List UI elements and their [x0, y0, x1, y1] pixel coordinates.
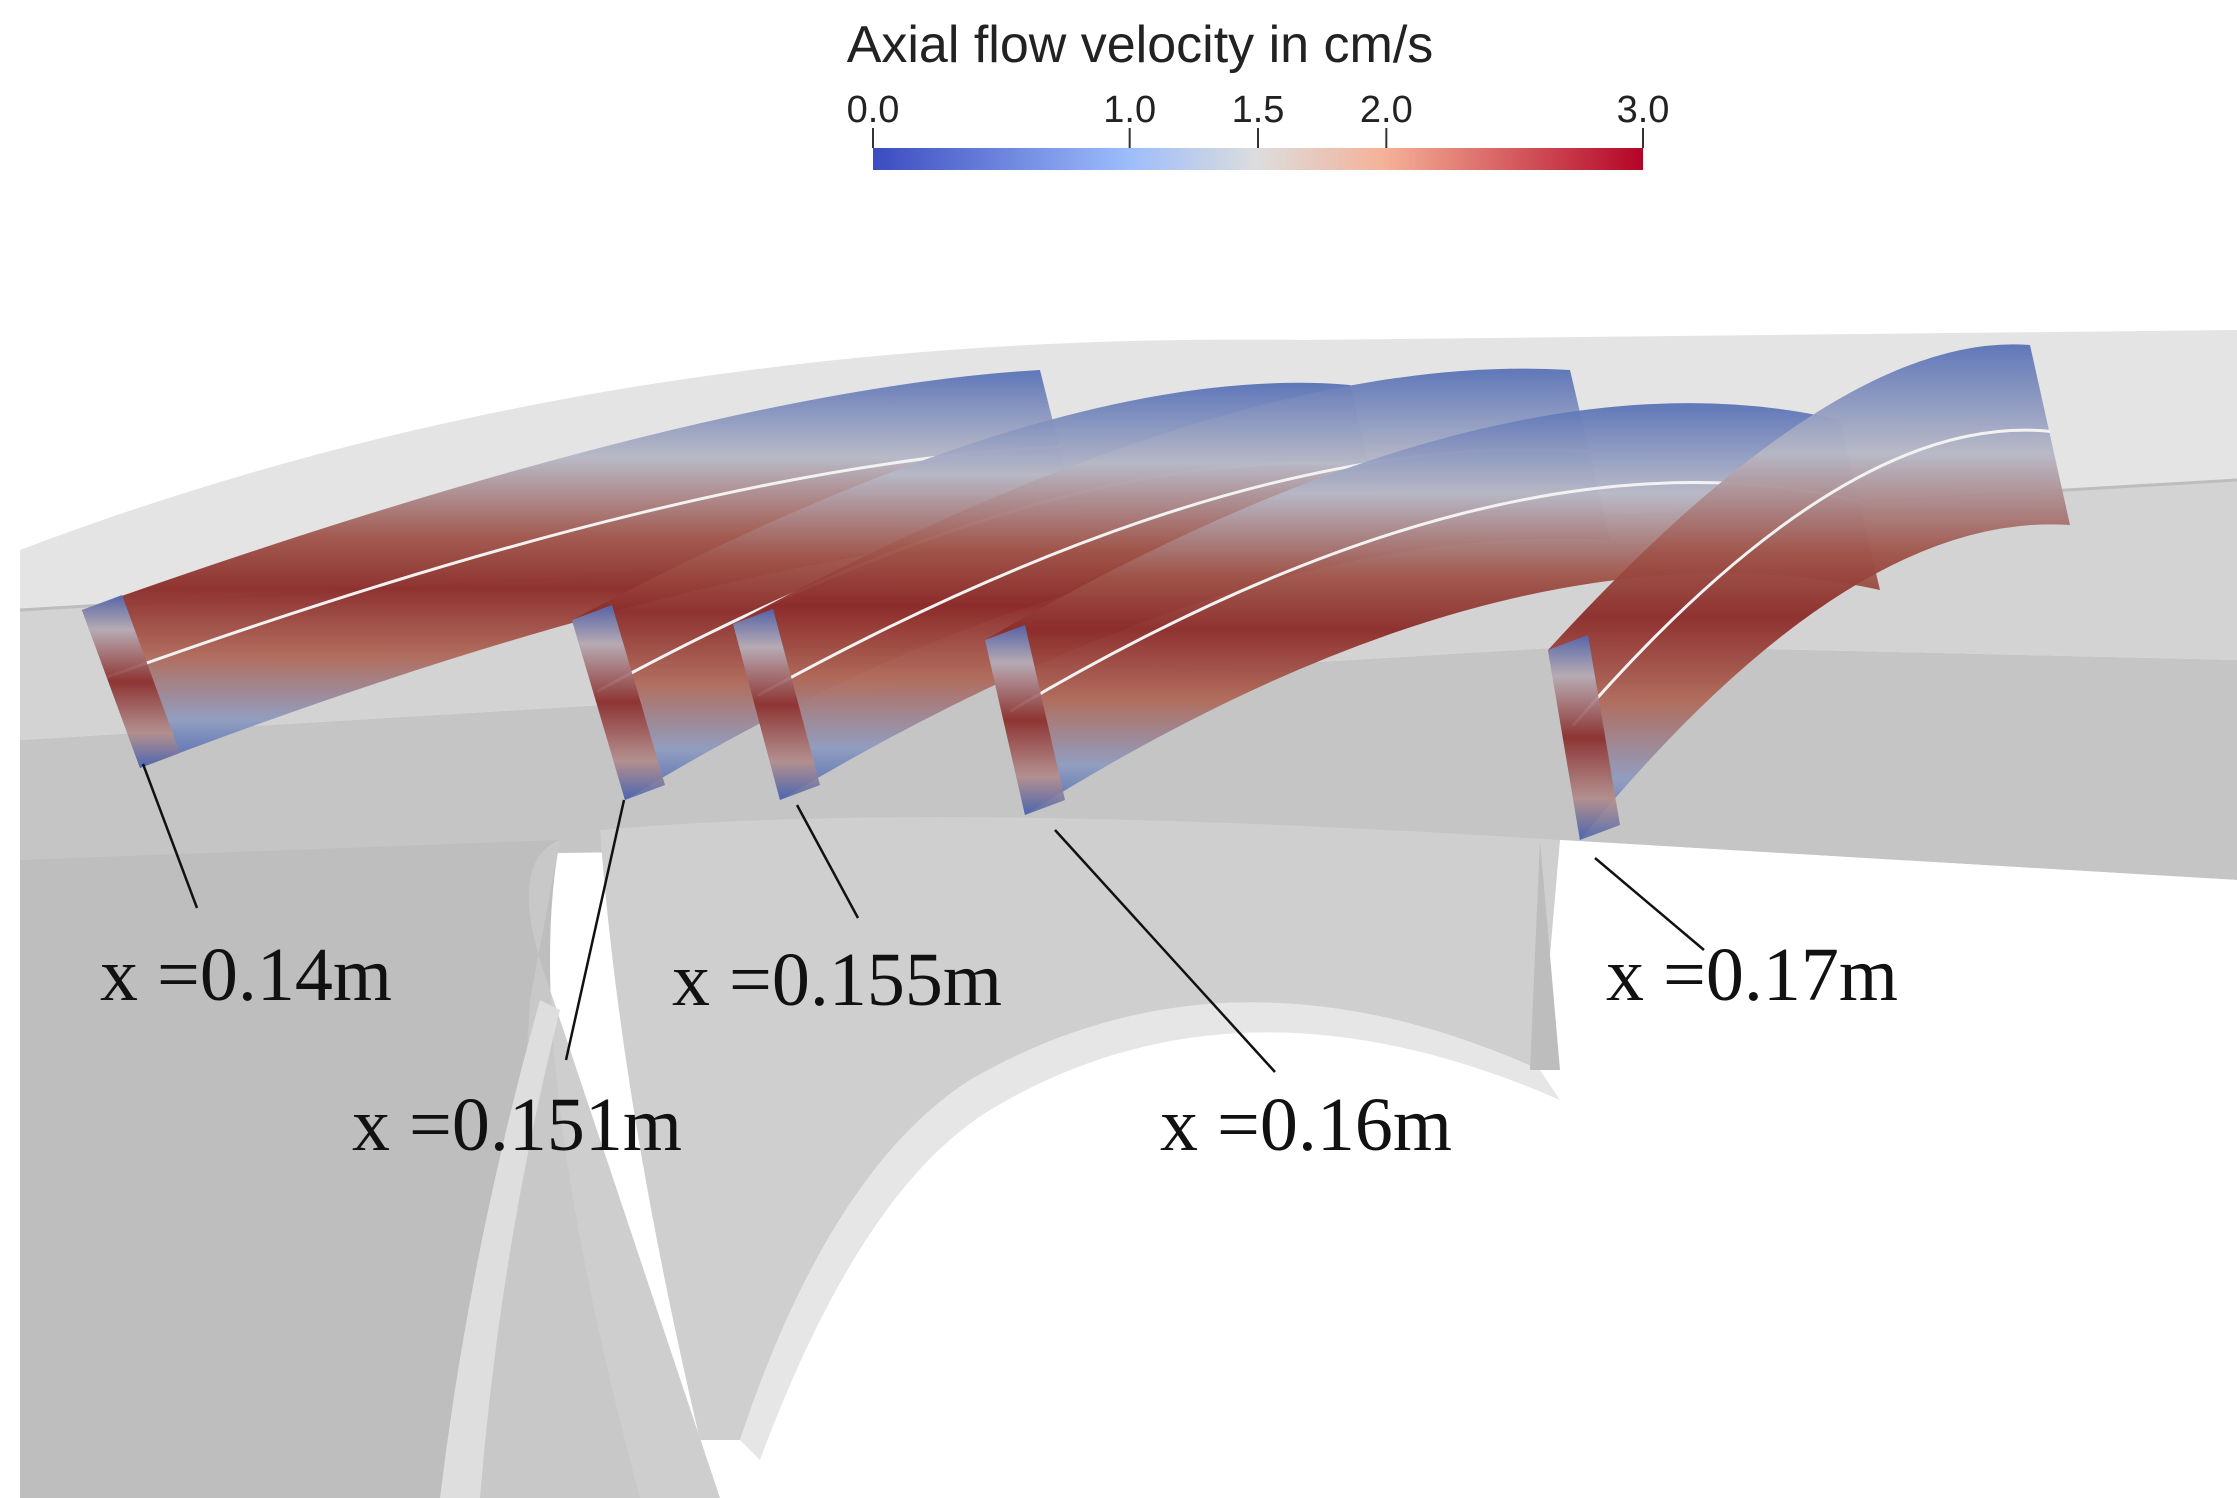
leader-line — [141, 763, 199, 909]
colorbar-ticks: 0.0 1.0 1.5 2.0 3.0 — [847, 89, 1670, 148]
velocity-band — [985, 403, 1880, 815]
slice-label-s1: x =0.14m — [100, 933, 392, 1017]
slice-cut-face — [733, 609, 820, 800]
colorbar-tick-label: 3.0 — [1617, 89, 1670, 131]
leader-line — [795, 804, 860, 919]
colorbar-tick-label: 0.0 — [847, 89, 900, 131]
centre-streamline — [1571, 428, 2051, 727]
colorbar-tick-label: 1.5 — [1232, 89, 1285, 131]
colorbar-tick-label: 2.0 — [1360, 89, 1413, 131]
colorbar-title: Axial flow velocity in cm/s — [847, 16, 1434, 74]
slice-cut-face — [572, 605, 665, 800]
slice-label-s4: x =0.16m — [1160, 1083, 1452, 1167]
colorbar: Axial flow velocity in cm/s 0.0 1.0 1.5 2.0… — [847, 16, 1670, 170]
leader-line — [564, 799, 626, 1061]
slice-cut-face — [1548, 635, 1620, 840]
colorbar-gradient — [873, 148, 1643, 170]
velocity-band — [1548, 344, 2070, 840]
slice-label-s3: x =0.155m — [672, 938, 1002, 1022]
colorbar-tick-label: 1.0 — [1103, 89, 1156, 131]
slice-cut-face — [985, 625, 1065, 815]
slice-label-s5: x =0.17m — [1606, 933, 1898, 1017]
slice-labels: x =0.14m x =0.151m x =0.155m x =0.16m x =0.1… — [100, 763, 1898, 1167]
slice-cut-face — [82, 595, 180, 768]
slice-label-s2: x =0.151m — [352, 1083, 682, 1167]
velocity-slice — [1548, 344, 2070, 840]
leader-line — [1054, 829, 1276, 1073]
velocity-slices — [82, 344, 2070, 840]
velocity-band — [82, 370, 1080, 768]
leader-line — [1594, 857, 1705, 951]
